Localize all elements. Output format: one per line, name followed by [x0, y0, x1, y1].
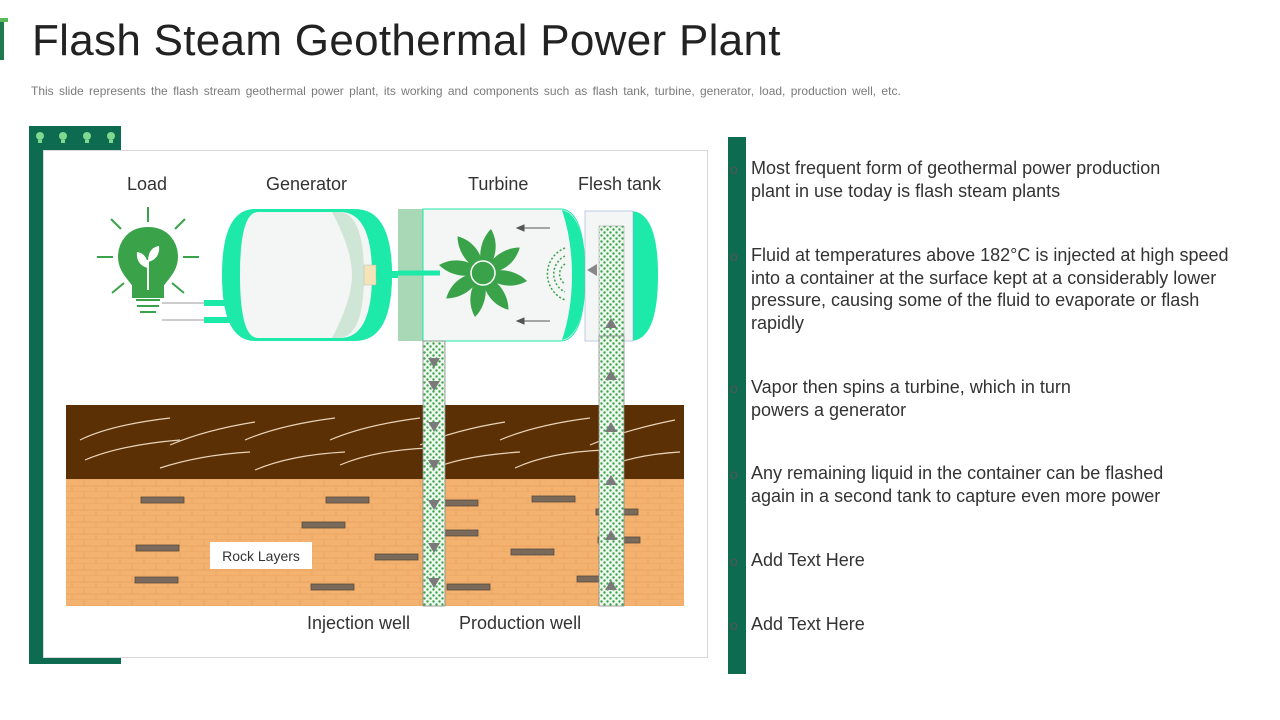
bullet-item: o Add Text Here: [730, 549, 1200, 572]
label-generator: Generator: [266, 174, 348, 194]
bullet-marker: o: [730, 466, 738, 482]
bullet-marker: o: [730, 553, 738, 569]
bullet-text: Any remaining liquid in the container ca…: [751, 463, 1164, 506]
label-injection-well: Injection well: [307, 613, 411, 633]
bulb-dots-decoration: [36, 132, 115, 143]
bullet-text: Fluid at temperatures above 182°C is inj…: [751, 245, 1229, 333]
bullets-accent-bar: [728, 137, 746, 674]
lightbulb-icon: [97, 207, 199, 313]
turbine-icon: [398, 208, 586, 342]
geothermal-diagram: [66, 207, 684, 607]
bullet-marker: o: [730, 380, 738, 396]
injection-well: [422, 340, 446, 607]
soil-layer: [66, 405, 684, 479]
flash-tank-icon: [584, 210, 658, 342]
page-subtitle: This slide represents the flash stream g…: [31, 84, 901, 98]
label-turbine: Turbine: [468, 174, 529, 194]
bullet-text: Add Text Here: [751, 550, 865, 570]
label-rock-layers: Rock Layers: [210, 542, 312, 569]
generator-icon: [222, 209, 426, 341]
title-accent: [0, 18, 8, 22]
rock-layer: [66, 479, 684, 606]
bullet-marker: o: [730, 617, 738, 633]
production-well: [598, 318, 625, 607]
bullet-item: o Fluid at temperatures above 182°C is i…: [730, 244, 1250, 334]
page-title: Flash Steam Geothermal Power Plant: [32, 16, 781, 65]
label-load: Load: [127, 174, 168, 194]
bullet-item: o Any remaining liquid in the container …: [730, 462, 1200, 507]
bullet-marker: o: [730, 161, 738, 177]
bullet-list: o Most frequent form of geothermal power…: [730, 0, 1260, 720]
label-production-well: Production well: [459, 613, 582, 633]
bullet-marker: o: [730, 248, 738, 264]
label-flash-tank: Flesh tank: [578, 174, 662, 194]
fan-icon: [439, 229, 527, 317]
bullet-item: o Most frequent form of geothermal power…: [730, 157, 1200, 202]
bullet-text: Add Text Here: [751, 614, 865, 634]
bullet-text: Vapor then spins a turbine, which in tur…: [751, 377, 1071, 420]
bullet-text: Most frequent form of geothermal power p…: [751, 158, 1161, 201]
bullet-item: o Vapor then spins a turbine, which in t…: [730, 376, 1110, 421]
bullet-item: o Add Text Here: [730, 613, 1200, 636]
title-accent-bar: [0, 22, 4, 60]
